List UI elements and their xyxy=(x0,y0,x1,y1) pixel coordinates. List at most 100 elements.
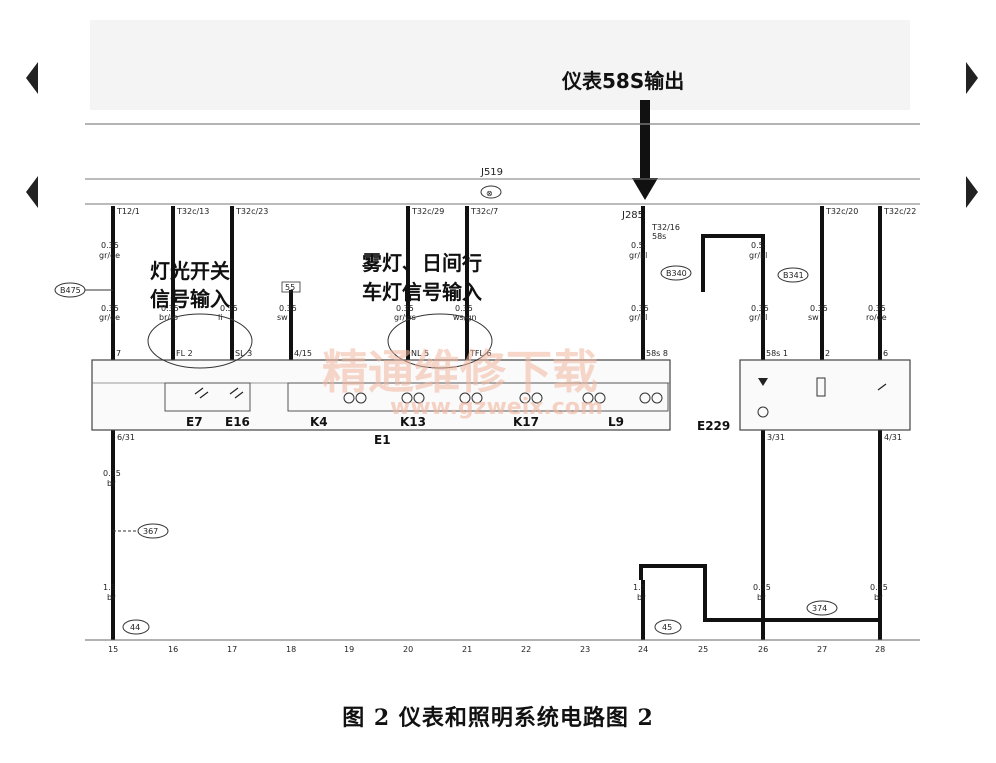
switch-e16-icon xyxy=(229,387,244,399)
wire-mid-color-24: gr/bl xyxy=(629,313,647,322)
output-arrow-head xyxy=(632,178,658,200)
column-number-23: 23 xyxy=(580,645,590,654)
column-number-25: 25 xyxy=(698,645,708,654)
annotation-fog-drl-2: 车灯信号输入 xyxy=(362,280,482,304)
small-tag-box xyxy=(281,281,301,293)
component-e16: E16 xyxy=(225,415,250,429)
pin-18: 4/15 xyxy=(294,349,312,358)
splice-oval-374 xyxy=(806,600,838,616)
wire-lower-size-15: 0.35 xyxy=(103,469,121,478)
fog-drl-oval xyxy=(387,313,493,369)
wire-mid-size-20: 0.35 xyxy=(396,304,414,313)
splice-B475: B475 xyxy=(60,286,81,295)
wire-upper-size-15: 0.35 xyxy=(101,241,119,250)
column-number-18: 18 xyxy=(286,645,296,654)
wire-upper-size-26: 0.5 xyxy=(751,241,764,250)
j285-pin: T32/16 xyxy=(651,223,680,232)
wire-mid-color-20: gr/ws xyxy=(394,313,416,322)
light-switch-oval xyxy=(147,313,253,369)
j285-signal: 58s xyxy=(652,232,666,241)
component-e7: E7 xyxy=(186,415,203,429)
wire-mid-size-24: 0.35 xyxy=(631,304,649,313)
connector-label-27: T32c/20 xyxy=(825,207,858,216)
splice-oval-B341 xyxy=(777,267,809,283)
lamp-icons xyxy=(343,392,663,404)
e229-switch-icon xyxy=(877,383,887,391)
wire-lower-color-28: br xyxy=(874,593,883,602)
pin-27: 2 xyxy=(825,349,830,358)
column-number-19: 19 xyxy=(344,645,354,654)
small-tag: 55 xyxy=(285,283,295,292)
column-number-15: 15 xyxy=(108,645,118,654)
splice-367: 367 xyxy=(143,527,158,536)
wire-mid-size-15: 0.35 xyxy=(101,304,119,313)
header-label: 仪表58S输出 xyxy=(561,69,684,93)
wire-lower-color-15: br xyxy=(107,479,116,488)
component-k13: K13 xyxy=(400,415,426,429)
e1-box xyxy=(91,359,671,431)
wire-upper-color-15: gr/ge xyxy=(99,251,120,260)
column-number-17: 17 xyxy=(227,645,237,654)
wire-upper-color-26: gr/bl xyxy=(749,251,767,260)
column-number-16: 16 xyxy=(168,645,178,654)
next-arrow-icon[interactable] xyxy=(966,62,978,94)
column-number-22: 22 xyxy=(521,645,531,654)
component-l9: L9 xyxy=(608,415,624,429)
component-k4: K4 xyxy=(310,415,328,429)
module-ground-oval xyxy=(480,185,502,199)
annotation-fog-drl-1: 雾灯、日间行 xyxy=(362,251,482,275)
splice-B340: B340 xyxy=(666,269,687,278)
component-e229: E229 xyxy=(697,419,730,433)
column-number-20: 20 xyxy=(403,645,413,654)
lamp-frame xyxy=(287,382,669,412)
prev-arrow-icon-2[interactable] xyxy=(26,176,38,208)
pin-28: 6 xyxy=(883,349,888,358)
splice-B341: B341 xyxy=(783,271,804,280)
resistor-icon xyxy=(816,377,826,397)
jumper-wire-upper xyxy=(701,234,765,292)
wire-lower-color-15b: br xyxy=(107,593,116,602)
connector-label-17: T32c/23 xyxy=(235,207,268,216)
wire-mid-color-15: gr/ge xyxy=(99,313,120,322)
pin-26: 58s 1 xyxy=(766,349,788,358)
pin-21: TFL 6 xyxy=(469,349,492,358)
connector-label-16: T32c/13 xyxy=(176,207,209,216)
prev-arrow-icon[interactable] xyxy=(26,62,38,94)
wire-mid-size-21: 0.35 xyxy=(455,304,473,313)
wire-mid-size-28: 0.35 xyxy=(868,304,886,313)
header-band xyxy=(90,20,910,110)
splice-oval-367 xyxy=(137,523,169,539)
pin-16: FL 2 xyxy=(176,349,193,358)
ground-oval-45 xyxy=(654,619,682,635)
next-arrow-icon-2[interactable] xyxy=(966,176,978,208)
splice-oval-B340 xyxy=(660,265,692,281)
j285-label: J285 xyxy=(621,210,644,221)
module-ground-symbol: ⊗ xyxy=(486,189,493,198)
wire-upper-color-24: gr/bl xyxy=(629,251,647,260)
watermark-url: www.gzweix.com xyxy=(390,395,603,420)
lower-pin-15: 6/31 xyxy=(117,433,135,442)
module-label: J519 xyxy=(480,167,503,178)
connector-label-20: T32c/29 xyxy=(411,207,444,216)
connector-label-15: T12/1 xyxy=(116,207,140,216)
component-e1: E1 xyxy=(374,433,391,447)
wire-mid-size-18: 0.35 xyxy=(279,304,297,313)
wire-lower-color-24: br xyxy=(637,593,646,602)
column-number-26: 26 xyxy=(758,645,768,654)
jumper-wire-lower xyxy=(639,564,880,622)
ground-oval-44 xyxy=(122,619,150,635)
wire-mid-size-17: 0.35 xyxy=(220,304,238,313)
wire-mid-color-21: ws/gn xyxy=(453,313,477,322)
wire-mid-color-26: gr/bl xyxy=(749,313,767,322)
diode-icon xyxy=(758,378,768,386)
wire-mid-color-27: sw xyxy=(808,313,819,322)
figure-caption: 图 2 仪表和照明系统电路图 2 xyxy=(342,705,654,731)
wire-lower-size-28: 0.35 xyxy=(870,583,888,592)
column-number-24: 24 xyxy=(638,645,648,654)
wire-mid-color-16: br/ro xyxy=(159,313,178,322)
wire-mid-size-16: 0.35 xyxy=(161,304,179,313)
output-arrow-shaft xyxy=(640,100,650,180)
ground-44: 44 xyxy=(130,623,140,632)
watermark-cn: 精通维修下载 xyxy=(322,345,598,399)
